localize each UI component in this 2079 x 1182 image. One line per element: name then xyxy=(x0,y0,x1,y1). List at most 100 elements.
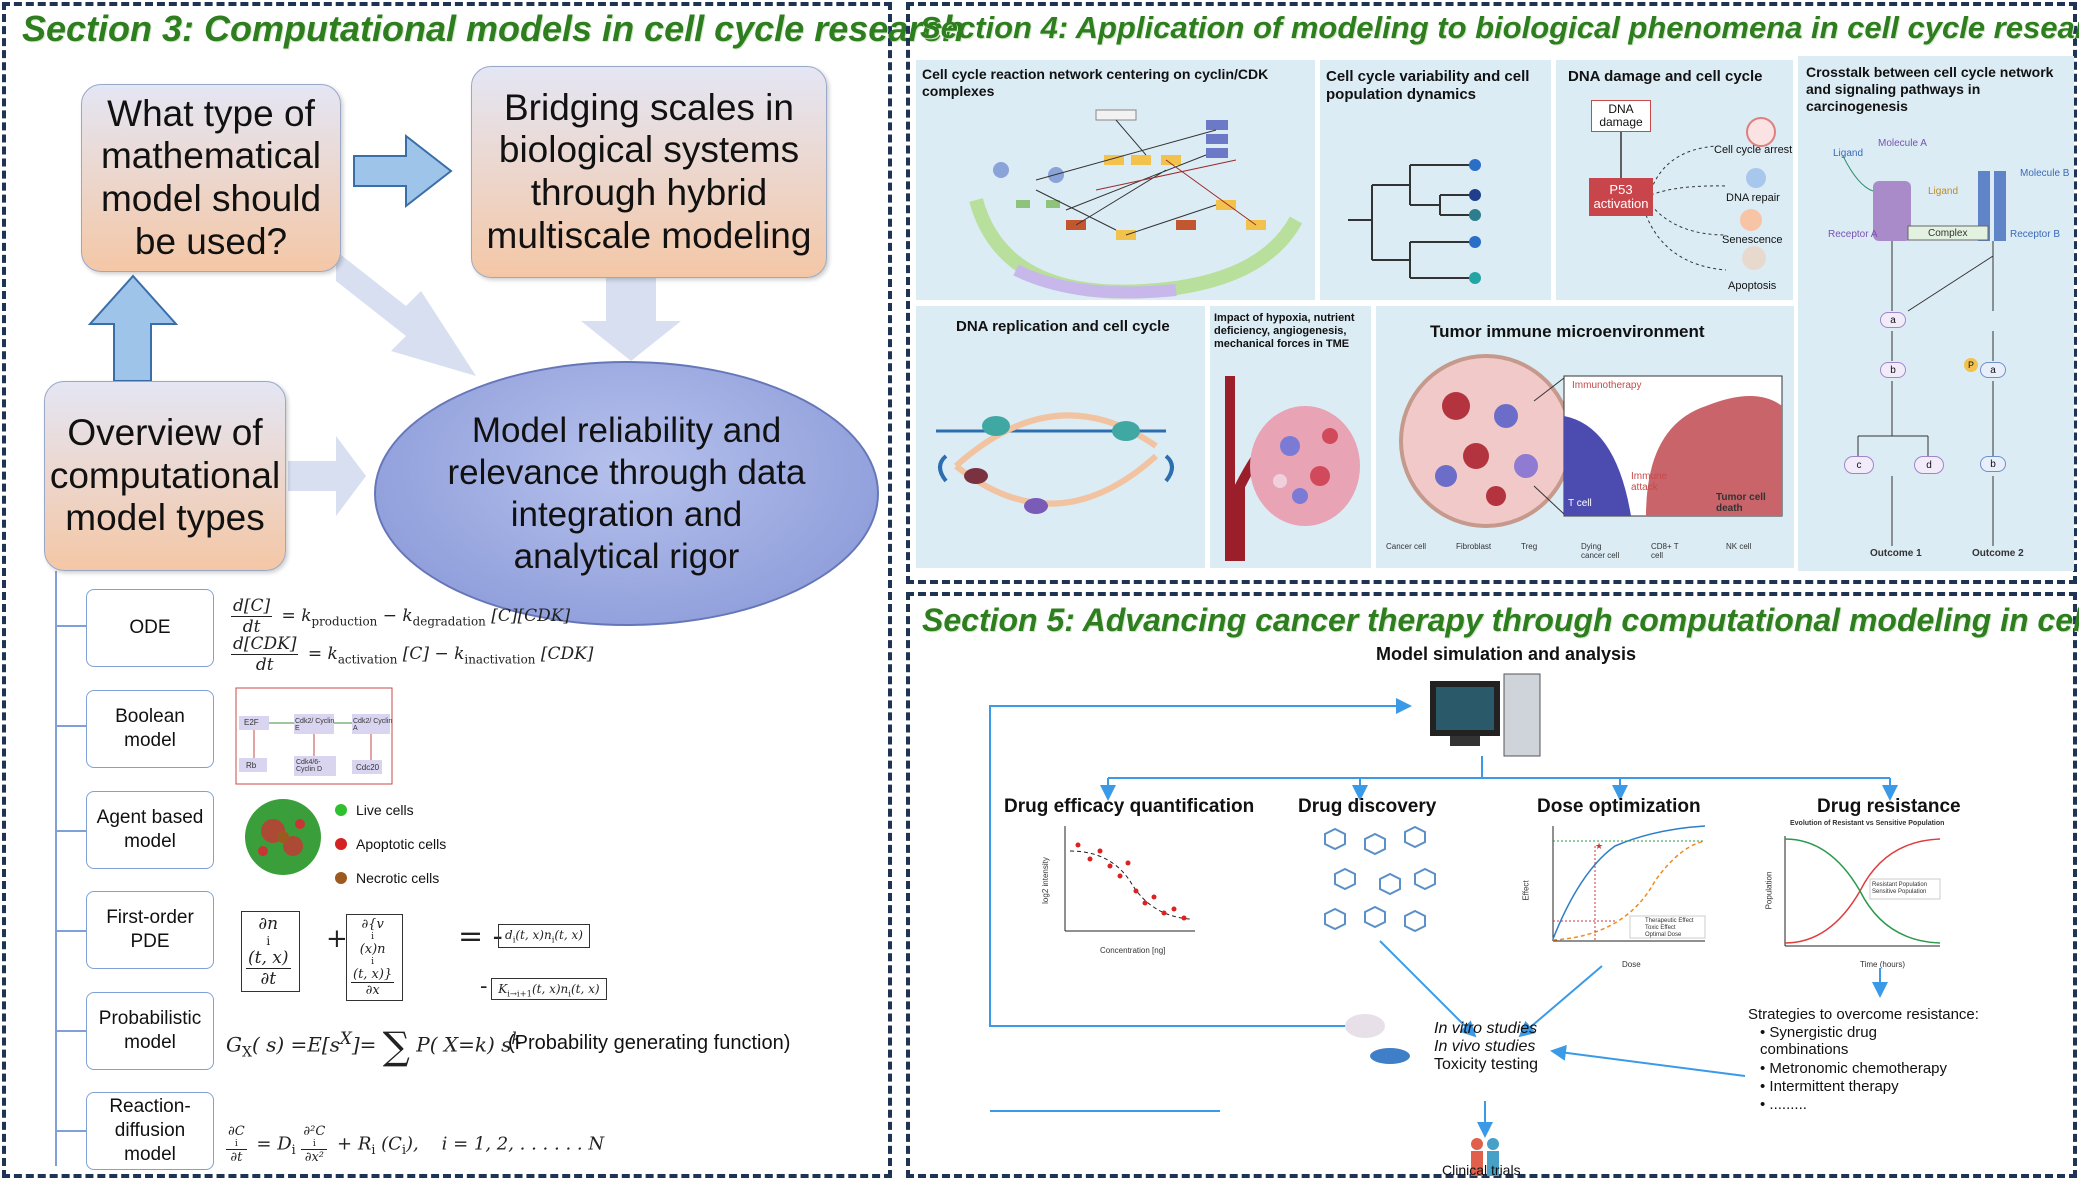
node-a-right: a xyxy=(1980,362,2006,378)
necrotic-cells-label: Necrotic cells xyxy=(356,870,440,886)
node-b-right: b xyxy=(1980,456,2006,472)
dose-legend-2: Toxic Effect xyxy=(1645,925,1676,931)
live-cells-dot xyxy=(335,804,347,816)
pgf-note: (Probability generating function) xyxy=(508,1032,791,1054)
outcome-apoptosis: Apoptosis xyxy=(1728,280,1777,292)
tile-crosstalk: Crosstalk between cell cycle network and… xyxy=(1798,56,2074,571)
boolean-network-diagram xyxy=(235,687,393,785)
immune-legend-cancer: Cancer cell xyxy=(1386,542,1427,551)
boolean-node-cdk46: Cdk4/6- Cyclin D xyxy=(296,759,323,773)
branch-efficacy: Drug efficacy quantification xyxy=(1004,796,1255,817)
section4-panel: Section 4: Application of modeling to bi… xyxy=(906,2,2079,584)
efficacy-y-label: log2 intensity xyxy=(1040,857,1050,904)
molecule-cluster xyxy=(1324,825,1436,933)
pde-term-4: - Ki→i+1(t, x)ni(t, x) xyxy=(480,974,607,1000)
dna-damage-node: DNA damage xyxy=(1591,100,1651,132)
ode-equation-1: d[C]dt = kproduction − kdegradation [C][… xyxy=(231,596,571,637)
tile-immune: Tumor immune microenvironment Immunother… xyxy=(1376,306,1794,568)
pde-equals: = - xyxy=(458,919,503,954)
tile-replication-title: DNA replication and cell cycle xyxy=(956,318,1170,335)
agent-cell-cluster xyxy=(245,799,321,875)
section3-arrows xyxy=(55,133,681,1166)
model-box-pde: First-order PDE xyxy=(86,891,214,969)
diagonal-arrow xyxy=(336,251,476,376)
tile-variability-title: Cell cycle variability and cell populati… xyxy=(1326,68,1530,103)
tile-dna-damage: DNA damage and cell cycle DNA damage P53… xyxy=(1556,60,1793,300)
section5-title: Section 5: Advancing cancer therapy thro… xyxy=(922,602,2079,638)
outcome-1-label: Outcome 1 xyxy=(1870,548,1922,559)
tile-hypoxia: Impact of hypoxia, nutrient deficiency, … xyxy=(1210,306,1371,568)
receptor-a-label: Receptor A xyxy=(1828,229,1878,240)
strategy-1-text: Synergistic drug combinations xyxy=(1760,1024,1877,1059)
strategy-2: • Metronomic chemotherapy xyxy=(1760,1060,1947,1077)
branch-dose: Dose optimization xyxy=(1537,796,1701,817)
tile-dna-damage-title: DNA damage and cell cycle xyxy=(1568,68,1763,85)
outcome-repair: DNA repair xyxy=(1726,192,1780,204)
dose-y-label: Effect xyxy=(1521,880,1531,901)
pd1-label: PD-1 xyxy=(1568,408,1591,419)
tme-vessel-diagram xyxy=(1225,376,1360,561)
immune-legend-dying: Dying cancer cell xyxy=(1581,542,1620,560)
section3-panel: Section 3: Computational models in cell … xyxy=(2,2,964,1178)
resistance-legend-1: Resistant Population xyxy=(1872,882,1928,888)
strategy-4: • ......... xyxy=(1760,1096,1807,1113)
tile-replication: DNA replication and cell cycle xyxy=(916,306,1205,568)
tile-crosstalk-title: Crosstalk between cell cycle network and… xyxy=(1806,64,2054,114)
efficacy-chart xyxy=(1064,826,1195,932)
strategy-3: • Intermittent therapy xyxy=(1760,1078,1899,1095)
molecule-a-label: Molecule A xyxy=(1878,138,1927,149)
branch-discovery: Drug discovery xyxy=(1298,796,1437,817)
strategies-title: Strategies to overcome resistance: xyxy=(1748,1006,1979,1023)
node-a-left: a xyxy=(1880,312,1906,328)
node-b-left: b xyxy=(1880,362,1906,378)
immune-legend-fibroblast: Fibroblast xyxy=(1456,542,1492,551)
apoptotic-cells-dot xyxy=(335,838,347,850)
boolean-node-cdc20: Cdc20 xyxy=(356,763,380,772)
dose-legend-1: Therapeutic Effect xyxy=(1645,918,1694,924)
tile-network: Cell cycle reaction network centering on… xyxy=(916,60,1315,300)
section5-flow-arrows xyxy=(989,673,1898,1176)
molecule-b-label: Molecule B xyxy=(2020,168,2070,179)
study-in-vitro: In vitro studies xyxy=(1434,1020,1538,1037)
resistance-chart xyxy=(1784,836,1941,947)
apoptotic-cells-label: Apoptotic cells xyxy=(356,836,447,852)
section4-title: Section 4: Application of modeling to bi… xyxy=(920,10,2079,45)
pgf-equation: GX( s) =E[sX]= ∑ P( X=k) sk xyxy=(226,1024,522,1068)
complex-label: Complex xyxy=(1928,228,1968,239)
replication-fork-diagram xyxy=(936,412,1174,514)
boolean-node-e2f: E2F xyxy=(244,718,259,727)
branch-resistance: Drug resistance xyxy=(1817,796,1961,817)
pde-term-3: di(t, x)ni(t, x) xyxy=(498,924,590,949)
section5-panel: Section 5: Advancing cancer therapy thro… xyxy=(906,592,2079,1178)
immune-attack-label: Immune attack xyxy=(1631,471,1668,493)
tile-immune-title: Tumor immune microenvironment xyxy=(1430,322,1705,341)
strategy-4-text: ......... xyxy=(1769,1096,1807,1113)
down-arrow xyxy=(581,276,681,361)
simulation-label: Model simulation and analysis xyxy=(1376,644,1637,664)
resistance-title: Evolution of Resistant vs Sensitive Popu… xyxy=(1790,820,1945,827)
tumor-immune-diagram xyxy=(1399,354,1783,528)
network-diagram xyxy=(969,109,1303,299)
lineage-tree xyxy=(1348,159,1481,284)
boolean-node-cdk2-a: Cdk2/ Cyclin A xyxy=(353,718,393,732)
ligand-b-label: Ligand xyxy=(1928,186,1959,197)
tile-network-title: Cell cycle reaction network centering on… xyxy=(922,66,1269,99)
model-box-reaction-diffusion: Reaction-diffusion model xyxy=(86,1092,214,1170)
dose-x-label: Dose xyxy=(1622,960,1641,969)
model-type-question-box: What type of mathematical model should b… xyxy=(81,84,341,272)
model-box-boolean: Boolean model xyxy=(86,690,214,768)
ode-equation-2: d[CDK]dt = kactivation [C] − kinactivati… xyxy=(231,634,594,675)
clinical-trials-label: Clinical trials xyxy=(1442,1162,1521,1178)
immunotherapy-label: Immunotherapy xyxy=(1572,380,1642,391)
tile-variability: Cell cycle variability and cell populati… xyxy=(1320,60,1551,300)
boolean-node-rb: Rb xyxy=(246,761,257,770)
study-toxicity: Toxicity testing xyxy=(1434,1056,1539,1073)
pde-plus: + xyxy=(326,924,348,954)
crosstalk-diagram xyxy=(1842,155,2006,546)
efficacy-x-label: Concentration [ng] xyxy=(1100,946,1166,955)
phospho-p: P xyxy=(1964,358,1978,372)
up-arrow xyxy=(87,274,179,382)
dose-chart: ★ xyxy=(1535,821,1710,961)
